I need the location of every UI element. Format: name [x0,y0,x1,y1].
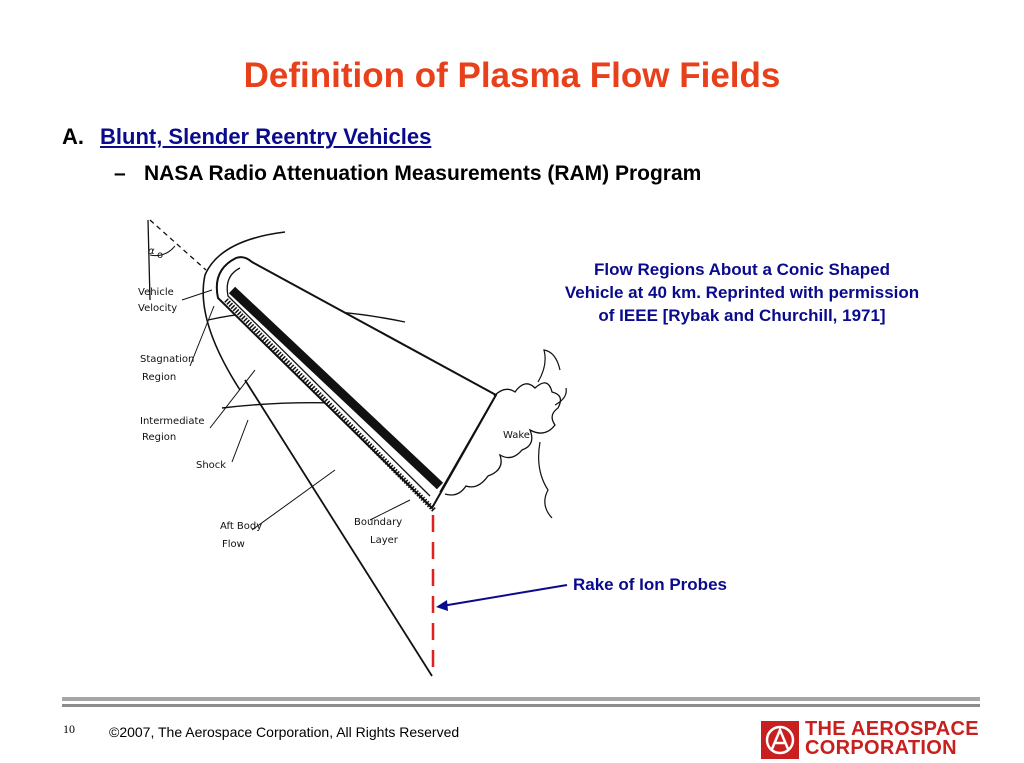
alpha-ref-line [149,219,207,271]
rake-arrow-line [441,584,568,607]
leader-intermediate [209,369,256,429]
caption-line: Vehicle at 40 km. Reprinted with permiss… [564,283,920,302]
caption-line: of IEEE [Rybak and Churchill, 1971] [598,306,886,325]
wake-turbulence [444,382,562,496]
label-vehicle-velocity-2: Velocity [138,303,177,314]
velocity-axis-line [147,219,151,301]
label-alpha: α [148,246,155,257]
slide-title: Definition of Plasma Flow Fields [243,56,781,95]
label-stagnation-2: Region [142,372,176,383]
bow-shock-curve [202,231,286,391]
rake-arrow-head [436,600,448,611]
label-aft-body-1: Aft Body [220,521,262,532]
figure-caption: Flow Regions About a Conic Shaped Vehicl… [520,258,964,327]
caption-line: Flow Regions About a Conic Shaped [594,260,890,279]
flow-field-diagram: α o Vehicle Velocity Stagnation Region I… [138,219,568,677]
bullet-a-text: Blunt, Slender Reentry Vehicles [100,124,432,149]
wake-streamer-1 [537,349,561,383]
label-aft-body-2: Flow [222,539,245,550]
leader-stagnation [189,305,215,367]
logo-line2: CORPORATION [805,737,957,759]
sub-bullet: –NASA Radio Attenuation Measurements (RA… [114,162,701,186]
copyright-text: ©2007, The Aerospace Corporation, All Ri… [109,724,460,740]
leader-boundary [369,499,411,521]
label-alpha-sub: o [157,250,163,261]
label-intermediate-1: Intermediate [140,416,205,427]
page-number: 10 [63,722,75,736]
alpha-arc [149,245,176,257]
bullet-a-marker: A. [62,124,84,149]
aerospace-logo-icon [761,721,799,759]
footer-divider [62,704,980,707]
label-wake: Wake [503,430,530,441]
label-boundary-2: Layer [370,535,399,546]
label-intermediate-2: Region [142,432,176,443]
boundary-layer-hatch [224,298,436,512]
leader-shock [231,419,249,463]
rake-label: Rake of Ion Probes [573,575,727,594]
vehicle-base [439,397,495,493]
bullet-a: A. Blunt, Slender Reentry Vehicles [62,124,431,150]
label-shock: Shock [196,460,226,471]
vehicle-dark-band [228,286,444,490]
logo-wordmark: THE AEROSPACE CORPORATION [805,718,979,759]
label-stagnation-1: Stagnation [140,354,194,365]
label-boundary-1: Boundary [354,517,402,528]
sub-bullet-dash: – [114,162,126,185]
wake-streamer-2 [538,441,553,519]
vehicle-body [215,256,498,510]
sub-bullet-text: NASA Radio Attenuation Measurements (RAM… [144,162,702,185]
vehicle-inner-layer [226,267,431,497]
wake-streamer-3 [554,387,567,406]
leader-aft-body [251,469,336,531]
label-vehicle-velocity-1: Vehicle [138,287,174,298]
conical-shock-line [244,379,433,677]
logo-line1: THE AEROSPACE [805,718,979,740]
leader-velocity [181,289,213,301]
footer-divider [62,697,980,701]
